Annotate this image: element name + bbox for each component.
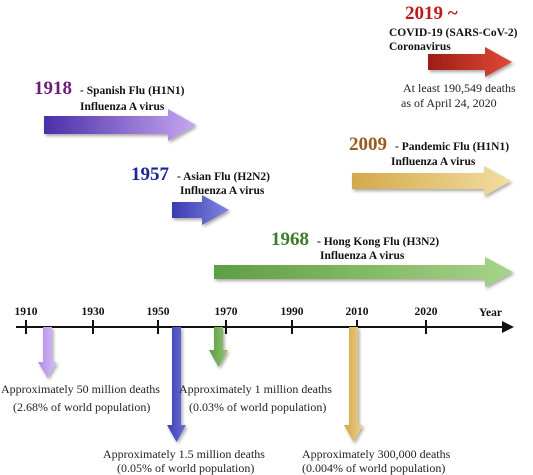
asian-flu-deaths: Approximately 1.5 million deaths [103,447,265,461]
spanish-flu-virus: Influenza A virus [80,101,165,113]
spanish-flu-deaths-arrow [38,327,57,378]
axis-tick-label-2020: 2020 [415,306,438,318]
asian-flu-label: 1957 - Asian Flu (H2N2) [131,164,270,185]
asian-flu-deaths-arrow [167,327,186,442]
spanish-flu-arrow [44,109,196,141]
pandemic-flu-2009-arrow [352,166,511,196]
pandemic-flu-2009-deaths-arrow [344,327,363,442]
spanish-flu-deaths: Approximately 50 million deaths [1,382,160,396]
asian-flu-arrow [172,195,229,225]
spanish-flu-label: 1918 - Spanish Flu (H1N1) [34,78,185,99]
hong-kong-flu-deaths: Approximately 1 million deaths [179,382,332,396]
pandemic-flu-2009-share: (0.004% of world population) [302,461,445,475]
hong-kong-flu-arrow [214,257,513,287]
pandemic-flu-2009-label: 2009 - Pandemic Flu (H1N1) [349,134,509,155]
axis-tick-label-2010: 2010 [346,306,369,318]
covid-deaths: At least 190,549 deaths [403,81,516,95]
spanish-flu-share: (2.68% of world population) [13,400,150,414]
asian-flu-virus: Influenza A virus [180,185,265,197]
hong-kong-flu-virus: Influenza A virus [320,250,405,262]
hong-kong-flu-label: 1968 - Hong Kong Flu (H3N2) [271,229,439,250]
covid-virus: Coronavirus [389,41,451,53]
axis-ticks: 1910 1930 1950 1970 1990 2010 2020 [15,306,438,334]
covid-arrow [428,47,512,77]
axis-tick-label-1990: 1990 [281,306,304,318]
asian-flu-share: (0.05% of world population) [117,461,254,475]
axis-label: Year [479,307,502,319]
pandemic-flu-2009-virus: Influenza A virus [391,156,476,168]
axis-tick-label-1970: 1970 [215,306,238,318]
axis-tick-label-1930: 1930 [82,306,105,318]
axis-tick-label-1910: 1910 [15,306,38,318]
hong-kong-flu-deaths-arrow [209,327,228,367]
axis-tick-label-1950: 1950 [147,306,170,318]
covid-year: 2019 ~ [405,3,458,24]
covid-deaths-date: as of April 24, 2020 [401,96,497,110]
time-axis-arrowhead [502,321,514,333]
covid-name: COVID-19 (SARS-CoV-2) [389,27,518,39]
hong-kong-flu-share: (0.03% of world population) [189,400,326,414]
pandemic-flu-2009-deaths: Approximately 300,000 deaths [302,447,451,461]
